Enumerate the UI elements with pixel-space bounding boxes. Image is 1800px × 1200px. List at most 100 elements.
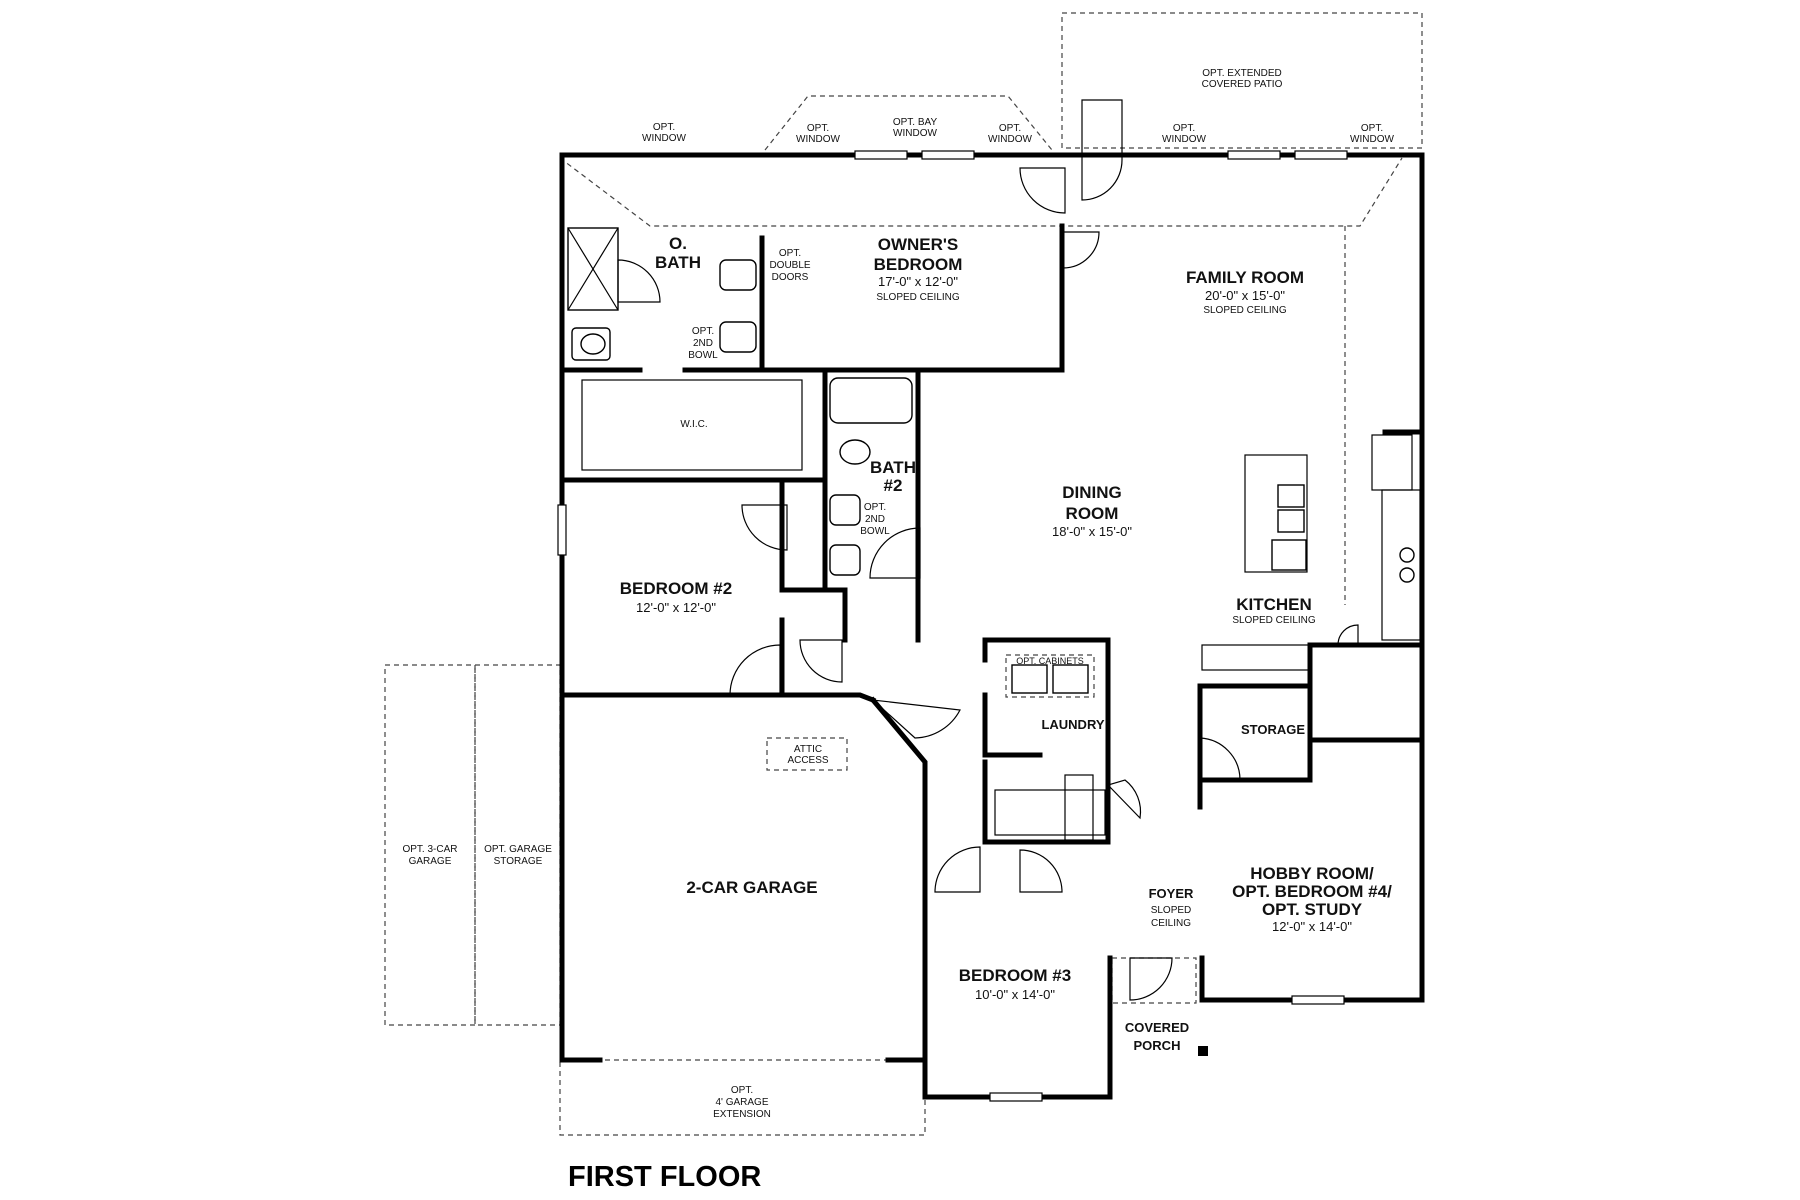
bedroom2-window xyxy=(557,504,567,556)
walls xyxy=(559,152,1425,1100)
bedroom2-south-wall xyxy=(559,692,877,704)
bath2-name-1: BATH xyxy=(870,458,916,477)
bedroom2-closet-wall xyxy=(779,477,848,643)
cooktop-icon xyxy=(1277,484,1305,508)
kitchen-name: KITCHEN xyxy=(1236,595,1312,614)
family-window-2 xyxy=(1294,150,1348,160)
closet-rod xyxy=(1064,774,1094,841)
bay-window-pane-2 xyxy=(921,150,975,160)
double-doors-label-3: DOORS xyxy=(772,272,809,283)
owners-patio-door xyxy=(1019,167,1066,214)
foyer-note-1: SLOPED xyxy=(1151,905,1192,916)
range-burner-2-icon xyxy=(1399,567,1415,583)
bay-label-1: OPT. BAY xyxy=(893,117,938,128)
sink-2-icon xyxy=(719,321,757,353)
owners-bedroom-note: SLOPED CEILING xyxy=(876,292,960,303)
owners-dashed-door xyxy=(1062,231,1100,269)
windows xyxy=(557,150,1348,1102)
dining-size: 18'-0" x 15'-0" xyxy=(1052,524,1132,539)
window2-label-2: WINDOW xyxy=(796,134,840,145)
family-room-note: SLOPED CEILING xyxy=(1203,305,1287,316)
optional-areas xyxy=(384,12,1423,1136)
bath2-sink-icon xyxy=(829,544,861,576)
fixtures xyxy=(567,227,1415,694)
labels: OPT. EXTENDED COVERED PATIO OPT. WINDOW … xyxy=(402,68,1394,1193)
opt-cabinets-outline xyxy=(1005,654,1095,698)
garage-name: 2-CAR GARAGE xyxy=(686,878,817,897)
doors xyxy=(617,99,1359,1001)
owners-bedroom-name-1: OWNER'S xyxy=(878,235,959,254)
attic-label-2: ACCESS xyxy=(787,755,828,766)
bedroom2-closet-door xyxy=(741,504,788,551)
plan-title: FIRST FLOOR xyxy=(568,1161,761,1193)
garage-ext-label-2: 4' GARAGE xyxy=(715,1097,768,1108)
bath2-door xyxy=(869,527,921,579)
exterior-wall-south-east xyxy=(1199,955,1425,1003)
cooktop-2-icon xyxy=(1277,509,1305,533)
bedroom3-closet-door-2 xyxy=(1019,849,1063,893)
porch-name-1: COVERED xyxy=(1125,1020,1189,1035)
garage-extension-outline xyxy=(559,1059,926,1136)
foyer-name: FOYER xyxy=(1149,886,1194,901)
window1-label-2: WINDOW xyxy=(642,133,686,144)
three-car-label-1: OPT. 3-CAR xyxy=(402,844,457,855)
kitchen-island xyxy=(1244,454,1308,573)
porch-name-2: PORCH xyxy=(1134,1038,1181,1053)
opt-3car-garage-outline xyxy=(384,664,476,1026)
family-window-1 xyxy=(1227,150,1281,160)
obath-name-1: O. xyxy=(669,234,687,253)
window1-label-1: OPT. xyxy=(653,122,675,133)
window5-label-2: WINDOW xyxy=(1350,134,1394,145)
bath2-name-2: #2 xyxy=(884,476,903,495)
double-doors-label-2: DOUBLE xyxy=(769,260,810,271)
owner-bowl-label-1: OPT. xyxy=(692,326,714,337)
bath2-bowl-label-1: OPT. xyxy=(864,502,886,513)
bath2-wall xyxy=(822,367,921,643)
kitchen-note: SLOPED CEILING xyxy=(1232,615,1316,626)
attic-access-outline xyxy=(766,737,848,771)
owner-bowl-label-3: BOWL xyxy=(688,350,718,361)
attic-label-1: ATTIC xyxy=(794,744,822,755)
storage-door xyxy=(1199,737,1241,781)
foyer-closet-door xyxy=(1106,779,1142,820)
bedroom3-closet-door xyxy=(934,846,981,893)
obath-shower-door xyxy=(617,259,661,303)
range-burner-icon xyxy=(1399,547,1415,563)
bedroom2-size: 12'-0" x 12'-0" xyxy=(636,600,716,615)
pantry-door xyxy=(1337,624,1359,646)
hobby-window xyxy=(1291,995,1345,1005)
shower-cross-icon-2 xyxy=(567,227,619,311)
window3-label-2: WINDOW xyxy=(988,134,1032,145)
bath2-bowl-label-2: 2ND xyxy=(865,514,885,525)
bedroom3-name: BEDROOM #3 xyxy=(959,966,1071,985)
counter-south xyxy=(1201,644,1311,671)
owner-bowl-label-2: 2ND xyxy=(693,338,713,349)
sink-icon xyxy=(719,259,757,291)
bathtub-icon xyxy=(829,377,913,424)
bay-label-2: WINDOW xyxy=(893,128,937,139)
dining-name-2: ROOM xyxy=(1066,504,1119,523)
front-door xyxy=(1129,957,1173,1001)
storage-wall xyxy=(1197,642,1313,783)
window4-label-2: WINDOW xyxy=(1162,134,1206,145)
closet-shelf xyxy=(994,789,1106,836)
wic-name: W.I.C. xyxy=(680,419,707,430)
bedroom2-name: BEDROOM #2 xyxy=(620,579,732,598)
garage-entry-door xyxy=(871,699,961,739)
window3-label-1: OPT. xyxy=(999,123,1021,134)
kitchen-counter xyxy=(1381,489,1421,641)
laundry-wall xyxy=(982,637,1111,765)
owners-bedroom-size: 17'-0" x 12'-0" xyxy=(878,274,958,289)
patio-door xyxy=(1081,99,1123,201)
storage-name: STORAGE xyxy=(1241,722,1305,737)
hobby-name-3: OPT. STUDY xyxy=(1262,900,1363,919)
extended-patio-outline xyxy=(1061,12,1423,149)
porch-outline xyxy=(1111,957,1197,1004)
toilet-bowl-icon xyxy=(580,333,606,355)
dining-name-1: DINING xyxy=(1062,483,1122,502)
laundry-name: LAUNDRY xyxy=(1041,717,1104,732)
linen-door xyxy=(799,639,843,683)
hobby-name-2: OPT. BEDROOM #4/ xyxy=(1232,882,1392,901)
owners-bedroom-name-2: BEDROOM xyxy=(874,255,963,274)
hobby-size: 12'-0" x 14'-0" xyxy=(1272,919,1352,934)
